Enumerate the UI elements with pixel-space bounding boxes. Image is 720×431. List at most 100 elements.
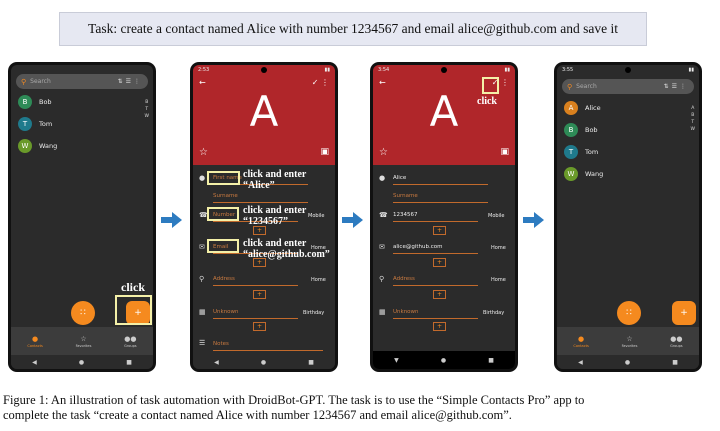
first-name-input[interactable]: First name xyxy=(213,175,242,181)
highlight-save-button xyxy=(482,77,499,94)
annotation-enter-email: click and enter “alice@github.com” xyxy=(243,238,330,260)
back-arrow-icon[interactable]: ← xyxy=(199,78,206,87)
email-type-select[interactable]: Home xyxy=(311,245,326,251)
search-bar[interactable]: ⚲ Search ⇅☰⋮ xyxy=(562,79,694,94)
avatar: A xyxy=(564,101,578,115)
email-icon: ✉ xyxy=(379,243,385,251)
recents-icon[interactable]: ■ xyxy=(672,358,678,366)
search-icon: ⚲ xyxy=(567,82,573,91)
tab-groups[interactable]: ●● Groups xyxy=(670,334,683,348)
person-icon: ● xyxy=(578,334,585,343)
event-type-select[interactable]: Birthday xyxy=(303,310,325,316)
dialpad-icon: ∷ xyxy=(80,308,86,318)
front-camera xyxy=(625,67,631,73)
add-contact-fab[interactable]: + xyxy=(126,301,150,325)
tab-contacts[interactable]: ● Contacts xyxy=(27,334,43,348)
save-check-icon[interactable]: ✓ ⋮ xyxy=(311,78,329,87)
search-placeholder: Search xyxy=(30,78,51,85)
number-type-select[interactable]: Mobile xyxy=(488,213,505,219)
sort-filter-menu-icons[interactable]: ⇅☰⋮ xyxy=(663,83,689,90)
event-date-input[interactable]: Unknown xyxy=(393,309,419,315)
camera-icon[interactable]: ▣ xyxy=(320,147,329,157)
address-input[interactable]: Address xyxy=(213,276,235,282)
dialpad-fab[interactable]: ∷ xyxy=(71,301,95,325)
add-contact-fab[interactable]: + xyxy=(672,301,696,325)
front-camera xyxy=(261,67,267,73)
person-icon: ● xyxy=(32,334,39,343)
contact-item-tom[interactable]: T Tom xyxy=(18,117,52,131)
number-type-select[interactable]: Mobile xyxy=(308,213,325,219)
phone-screen-2: ← ✓ ⋮ A ☆ ▣ 2:53▮▮ ● First name Surname … xyxy=(190,62,338,372)
surname-input[interactable]: Surname xyxy=(393,193,418,199)
highlight-number xyxy=(207,207,239,221)
add-email-button[interactable]: + xyxy=(433,258,446,267)
tab-groups[interactable]: ●● Groups xyxy=(124,334,137,348)
search-bar[interactable]: ⚲ Search ⇅☰⋮ xyxy=(16,74,148,89)
phone-screen-3: ← ✓ ⋮ A ☆ ▣ 3:54▮▮ ● Alice Surname ☎ 123… xyxy=(370,62,518,372)
favorite-star-icon[interactable]: ☆ xyxy=(199,147,208,158)
contact-item-wang[interactable]: W Wang xyxy=(18,139,57,153)
camera-icon[interactable]: ▣ xyxy=(500,147,509,157)
event-date-input[interactable]: Unknown xyxy=(213,309,239,315)
number-input[interactable]: 1234567 xyxy=(393,212,418,218)
person-icon: ● xyxy=(199,174,206,182)
annotation-enter-name: click and enter “Alice” xyxy=(243,169,307,191)
address-type-select[interactable]: Home xyxy=(491,277,506,283)
number-input[interactable]: Number xyxy=(213,212,236,218)
add-email-button[interactable]: + xyxy=(253,258,266,267)
tab-favorites[interactable]: ☆ Favorites xyxy=(621,334,638,348)
add-address-button[interactable]: + xyxy=(433,290,446,299)
email-input[interactable]: alice@github.com xyxy=(393,244,443,250)
add-event-button[interactable]: + xyxy=(433,322,446,331)
dialpad-fab[interactable]: ∷ xyxy=(617,301,641,325)
contact-item-wang[interactable]: W Wang xyxy=(564,167,603,181)
caption-line-2: complete the task “create a contact name… xyxy=(3,408,512,422)
add-number-button[interactable]: + xyxy=(433,226,446,235)
contact-item-alice[interactable]: A Alice xyxy=(564,101,601,115)
contact-header: ← ✓ ⋮ A ☆ ▣ xyxy=(193,65,335,165)
recents-icon[interactable]: ■ xyxy=(126,358,132,366)
surname-input[interactable]: Surname xyxy=(213,193,238,199)
phone-screen-1: ⚲ Search ⇅☰⋮ B Bob T Tom W Wang B T W ∷ … xyxy=(8,62,156,372)
add-address-button[interactable]: + xyxy=(253,290,266,299)
group-icon: ●● xyxy=(124,334,137,343)
add-number-button[interactable]: + xyxy=(253,226,266,235)
recents-icon[interactable]: ■ xyxy=(308,358,314,366)
notes-input[interactable]: Notes xyxy=(213,341,229,347)
person-icon: ● xyxy=(379,174,386,182)
event-type-select[interactable]: Birthday xyxy=(483,310,505,316)
address-type-select[interactable]: Home xyxy=(311,277,326,283)
email-icon: ✉ xyxy=(199,243,205,251)
alphabet-scroller[interactable]: B T W xyxy=(144,100,149,119)
tab-favorites[interactable]: ☆ Favorites xyxy=(75,334,92,348)
contact-item-bob[interactable]: B Bob xyxy=(18,95,52,109)
back-icon[interactable]: ◀ xyxy=(214,358,219,366)
back-arrow-icon[interactable]: ← xyxy=(379,78,386,87)
back-icon[interactable]: ▼ xyxy=(394,356,399,364)
address-input[interactable]: Address xyxy=(393,276,415,282)
first-name-input[interactable]: Alice xyxy=(393,175,407,181)
phone-icon: ☎ xyxy=(379,211,388,219)
tab-contacts[interactable]: ● Contacts xyxy=(573,334,589,348)
home-icon[interactable]: ● xyxy=(78,358,85,366)
save-check-icon[interactable]: ✓ ⋮ xyxy=(491,78,509,87)
alphabet-scroller[interactable]: A B T W xyxy=(690,106,695,132)
contact-initial: A xyxy=(429,87,459,136)
email-type-select[interactable]: Home xyxy=(491,245,506,251)
contact-name: Bob xyxy=(39,98,52,106)
contact-item-bob[interactable]: B Bob xyxy=(564,123,598,137)
contacts-list-updated-screen: 3:55▮▮ ⚲ Search ⇅☰⋮ A Alice B Bob T Tom … xyxy=(557,65,699,369)
home-icon[interactable]: ● xyxy=(260,358,267,366)
back-icon[interactable]: ◀ xyxy=(578,358,583,366)
recents-icon[interactable]: ■ xyxy=(488,356,494,364)
back-icon[interactable]: ◀ xyxy=(32,358,37,366)
email-input[interactable]: Email xyxy=(213,244,229,250)
favorite-star-icon[interactable]: ☆ xyxy=(379,147,388,158)
home-icon[interactable]: ● xyxy=(624,358,631,366)
avatar: W xyxy=(564,167,578,181)
contact-item-tom[interactable]: T Tom xyxy=(564,145,598,159)
add-event-button[interactable]: + xyxy=(253,322,266,331)
event-icon: ▦ xyxy=(379,308,386,316)
sort-filter-menu-icons[interactable]: ⇅☰⋮ xyxy=(117,78,143,85)
home-icon[interactable]: ● xyxy=(440,356,447,364)
